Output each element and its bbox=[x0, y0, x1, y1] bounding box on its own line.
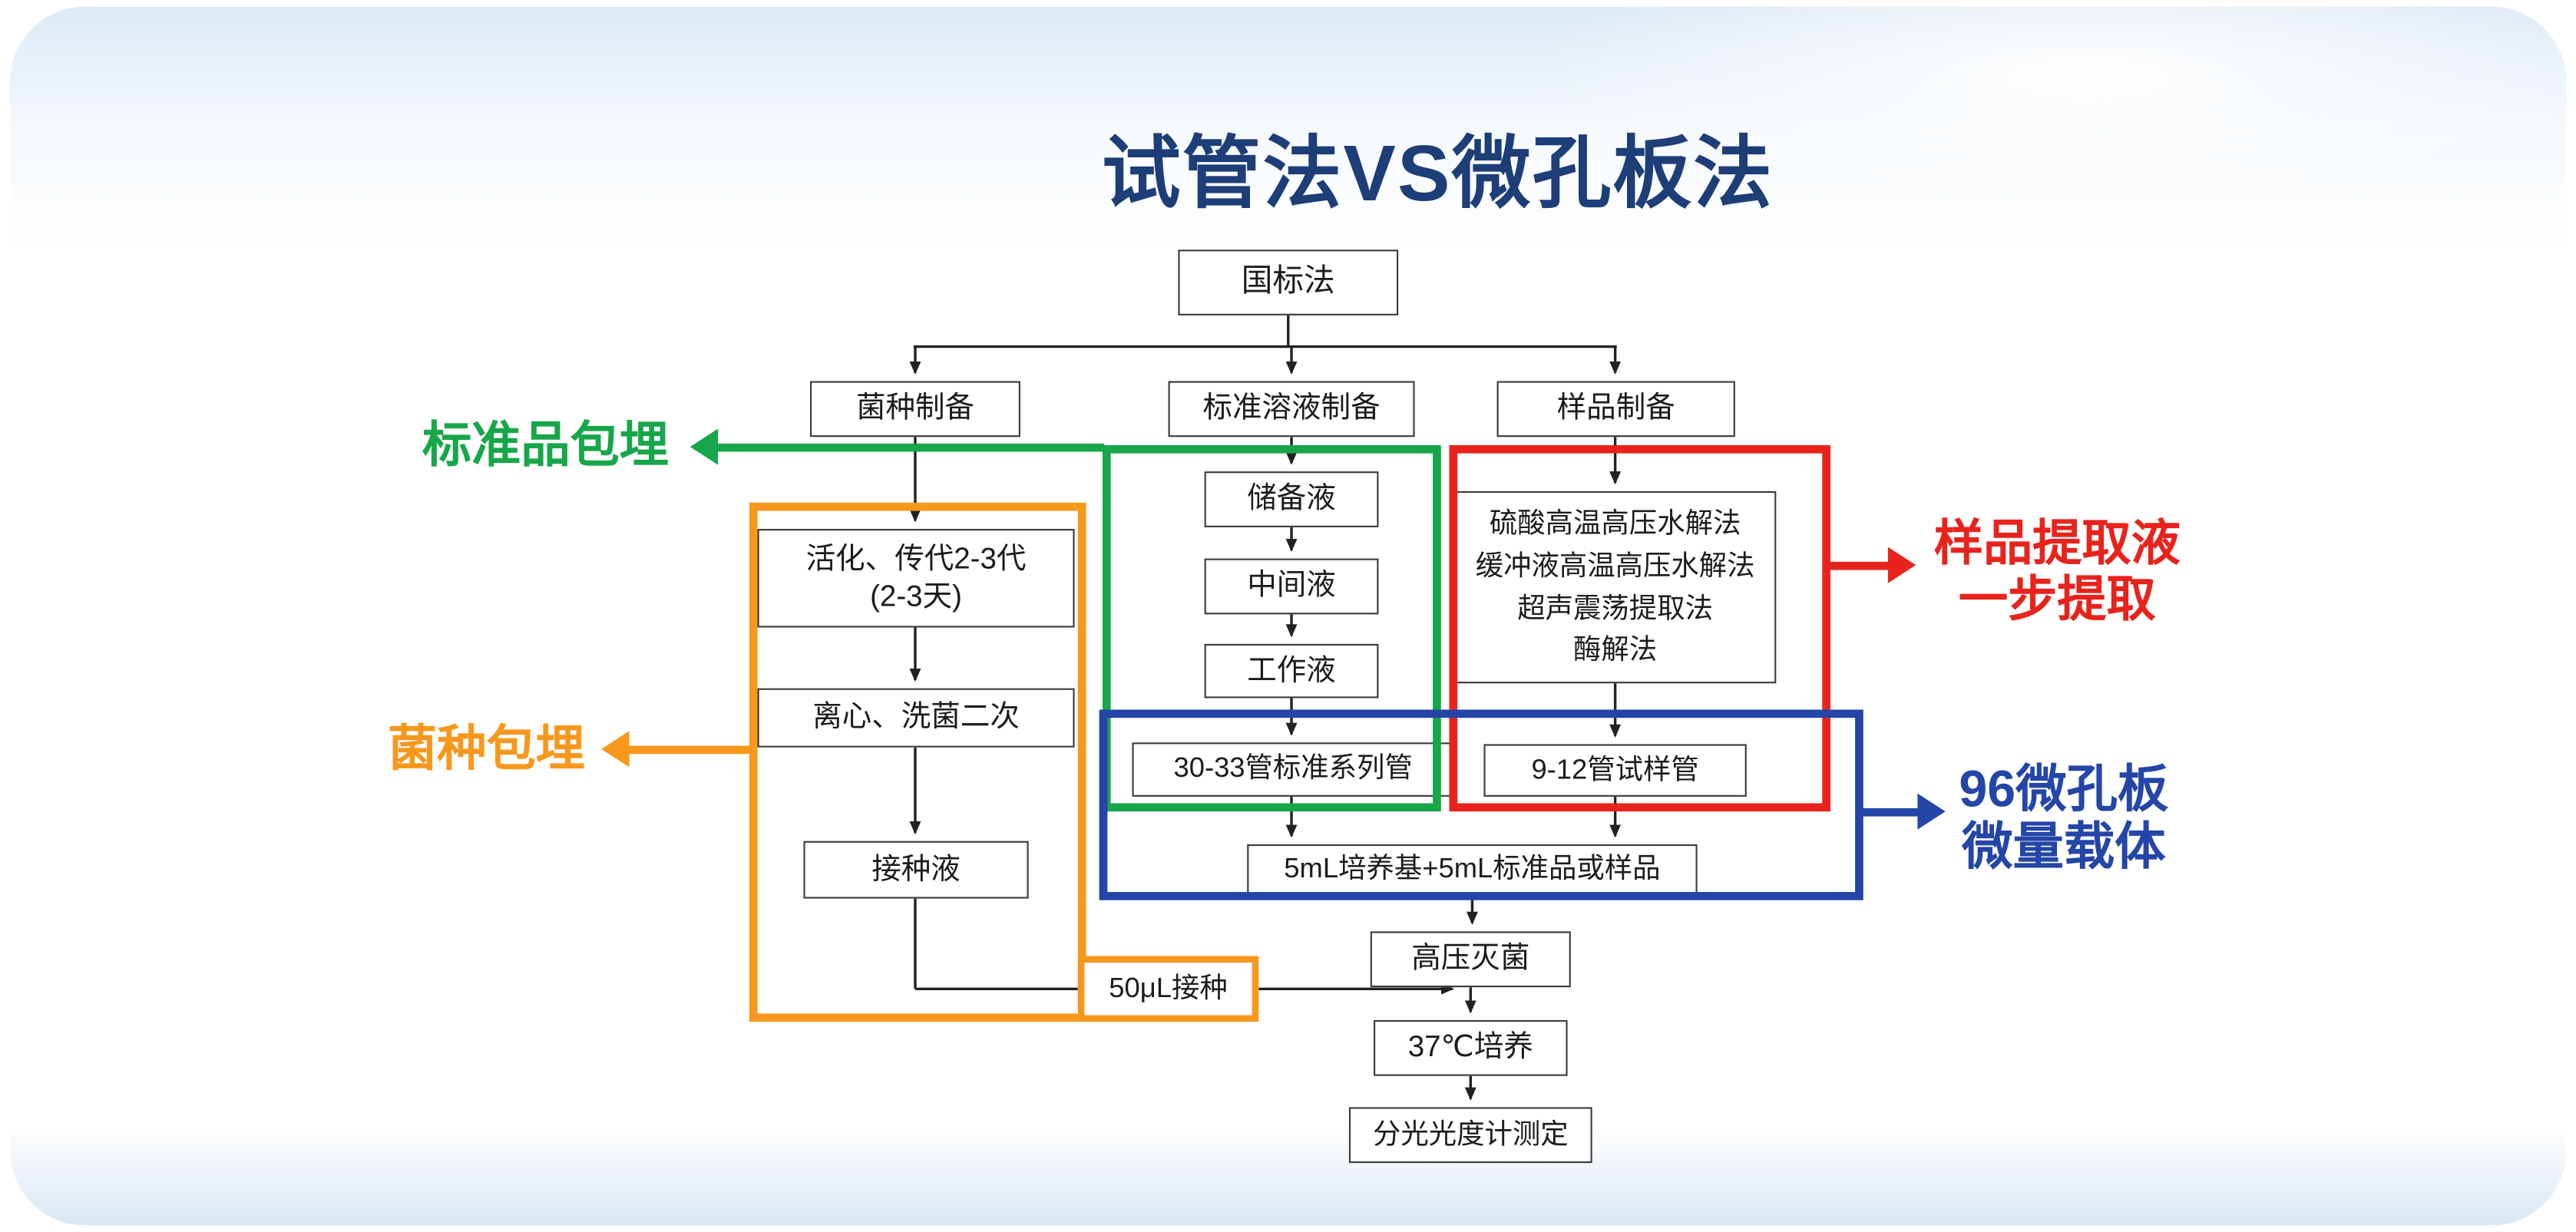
node-autoclave: 高压灭菌 bbox=[1370, 931, 1571, 988]
flow-connector-lines bbox=[909, 315, 1622, 1101]
label-microplate: 96微孔板 微量载体 bbox=[1959, 760, 2169, 877]
node-activation-passage: 活化、传代2-3代 (2-3天) bbox=[757, 529, 1075, 628]
node-sample-preparation: 样品制备 bbox=[1496, 381, 1735, 438]
node-centrifugation-wash: 离心、洗菌二次 bbox=[757, 688, 1075, 748]
slide-background: 试管法VS微孔板法 bbox=[9, 6, 2567, 1226]
node-incubation: 37℃培养 bbox=[1374, 1019, 1568, 1076]
blue-arrow-line bbox=[1860, 807, 1921, 816]
label-standard-embedding: 标准品包埋 bbox=[422, 418, 669, 474]
node-strain-preparation: 菌种制备 bbox=[810, 381, 1020, 438]
green-arrow-line bbox=[716, 442, 1105, 451]
label-strain-embedding: 菌种包埋 bbox=[388, 722, 585, 778]
page-title: 试管法VS微孔板法 bbox=[1101, 131, 1774, 219]
orange-arrow-line bbox=[627, 745, 753, 754]
node-working-solution: 工作液 bbox=[1204, 643, 1379, 699]
label-sample-extraction: 样品提取液 一步提取 bbox=[1933, 517, 2181, 628]
node-sample-tubes: 9-12管试样管 bbox=[1483, 744, 1747, 797]
node-stock-solution: 储备液 bbox=[1204, 471, 1379, 527]
node-standard-solution-preparation: 标准溶液制备 bbox=[1168, 381, 1415, 438]
node-national-standard: 国标法 bbox=[1178, 249, 1399, 315]
red-arrow-line bbox=[1827, 560, 1892, 570]
green-arrowhead-icon bbox=[689, 428, 719, 465]
node-medium-mix: 5mL培养基+5mL标准品或样品 bbox=[1247, 844, 1698, 896]
bottom-gradient-band bbox=[9, 1127, 2567, 1226]
orange-arrowhead-icon bbox=[601, 731, 630, 768]
node-inoculation-volume: 50μL接种 bbox=[1077, 956, 1259, 1022]
node-extraction-methods: 硫酸高温高压水解法 缓冲液高温高压水解法 超声震荡提取法 酶解法 bbox=[1453, 490, 1777, 684]
node-spectrophotometer: 分光光度计测定 bbox=[1348, 1107, 1592, 1164]
node-intermediate-solution: 中间液 bbox=[1204, 558, 1379, 615]
red-arrowhead-icon bbox=[1887, 547, 1916, 583]
node-inoculation-solution: 接种液 bbox=[803, 841, 1029, 899]
node-standard-series-tubes: 30-33管标准系列管 bbox=[1132, 742, 1454, 797]
blue-arrowhead-icon bbox=[1917, 793, 1946, 830]
